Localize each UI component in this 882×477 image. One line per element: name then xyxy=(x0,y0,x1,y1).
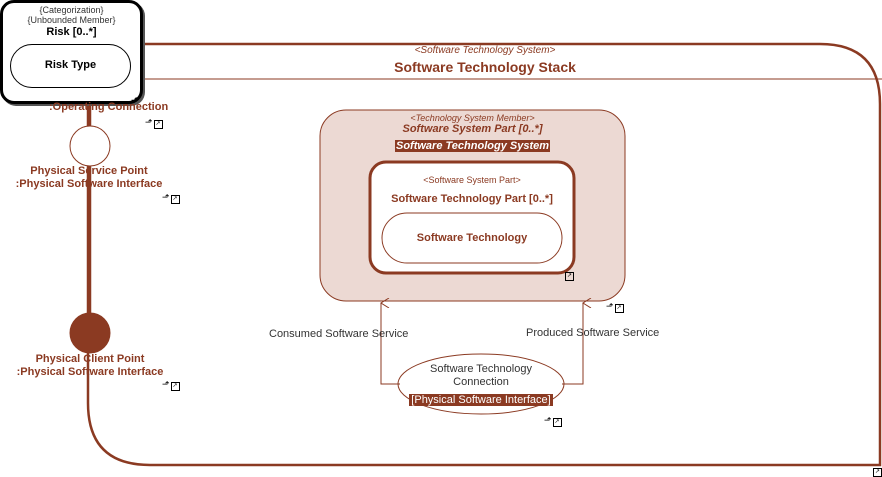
link-icon[interactable]: ⬏ xyxy=(606,301,614,311)
connection-label-2: Connection xyxy=(453,376,509,388)
risk-type-box[interactable]: Risk Type xyxy=(10,44,131,88)
system-stereotype: <Software Technology System> xyxy=(414,45,556,56)
expand-icon[interactable]: ↗ xyxy=(153,120,163,129)
expand-icon[interactable]: ↗ xyxy=(565,272,574,281)
part-icons[interactable]: ↗ xyxy=(564,270,574,281)
risk-title: Risk [0..*] xyxy=(46,26,97,38)
physical-client-point-node[interactable] xyxy=(69,312,111,354)
client-point-icons[interactable]: ⬏↗ xyxy=(162,380,180,391)
expand-icon[interactable]: ↗ xyxy=(170,195,180,204)
link-icon[interactable]: ⬏ xyxy=(131,95,139,105)
operating-connection-label: :Operating Connection xyxy=(49,101,169,113)
link-icon[interactable]: ⬏ xyxy=(162,192,170,202)
service-point-label-1: Physical Service Point xyxy=(30,165,148,177)
risk-type-label: Risk Type xyxy=(44,59,97,71)
produced-service-label: Produced Software Service xyxy=(526,327,660,339)
physical-service-point-node[interactable] xyxy=(69,125,111,167)
operating-connection-icons[interactable]: ⬏↗ xyxy=(145,118,163,129)
system-boundary[interactable] xyxy=(86,42,882,467)
member-icons[interactable]: ⬏↗ xyxy=(606,302,624,313)
connection-icons[interactable]: ⬏↗ xyxy=(544,416,562,427)
link-icon[interactable]: ⬏ xyxy=(162,379,170,389)
member-stereotype: <Technology System Member> xyxy=(410,113,535,123)
member-title: Software System Part [0..*] xyxy=(402,123,543,135)
link-icon[interactable]: ⬏ xyxy=(544,415,552,425)
risk-box[interactable]: {Categorization} {Unbounded Member} Risk… xyxy=(0,0,143,104)
expand-icon[interactable]: ↗ xyxy=(614,304,624,313)
client-point-label-2: :Physical Software Interface xyxy=(16,366,164,378)
system-title: Software Technology Stack xyxy=(394,59,576,75)
produced-service-line[interactable] xyxy=(562,303,583,385)
connection-type-wrap: [Physical Software Interface] xyxy=(398,390,564,408)
member-type-label: Software Technology System xyxy=(394,140,551,152)
risk-link-icons[interactable]: ⬏ xyxy=(131,96,139,105)
expand-icon[interactable]: ↗ xyxy=(873,468,882,477)
software-technology-box[interactable] xyxy=(381,212,563,264)
risk-stereotype-2: {Unbounded Member} xyxy=(27,15,116,25)
member-type-wrap: Software Technology System xyxy=(320,136,625,154)
software-technology-label: Software Technology xyxy=(416,232,528,244)
expand-icon[interactable]: ↗ xyxy=(170,382,180,391)
expand-icon[interactable]: ↗ xyxy=(552,418,562,427)
service-point-label-2: :Physical Software Interface xyxy=(15,178,163,190)
link-icon[interactable]: ⬏ xyxy=(145,117,153,127)
connection-label-1: Software Technology xyxy=(430,363,532,375)
system-icons[interactable]: ↗ xyxy=(872,466,882,477)
connection-type-label: [Physical Software Interface] xyxy=(409,394,553,406)
consumed-service-line[interactable] xyxy=(381,303,400,385)
part-stereotype: <Software System Part> xyxy=(423,175,521,185)
consumed-service-label: Consumed Software Service xyxy=(269,328,409,340)
service-point-icons[interactable]: ⬏↗ xyxy=(162,193,180,204)
client-point-label-1: Physical Client Point xyxy=(35,353,145,365)
risk-stereotype-1: {Categorization} xyxy=(39,5,104,15)
part-title: Software Technology Part [0..*] xyxy=(391,193,553,205)
